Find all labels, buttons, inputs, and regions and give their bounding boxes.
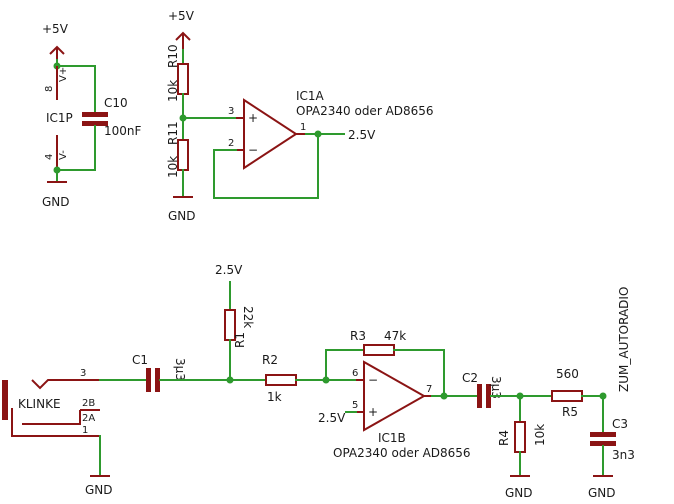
power-block: +5V 8 V+ IC1P 4 V- GND C10 100nF [42, 22, 142, 209]
ic1p-label: IC1P [46, 111, 73, 125]
ic1a-pin1: 1 [300, 122, 306, 133]
r2-body [265, 374, 297, 386]
ic1b-pin5: 5 [352, 400, 358, 411]
ic1b-name: IC1B [378, 431, 406, 445]
c10-plate-bottom [82, 121, 108, 126]
r10-value: 10k [166, 80, 180, 102]
ic1a-pin2: 2 [228, 138, 234, 149]
jack-sleeve-contact [11, 408, 100, 437]
r10-name: R10 [166, 44, 180, 68]
r4-value: 10k [533, 424, 547, 446]
r2-value: 1k [267, 390, 282, 404]
c1-name: C1 [132, 353, 148, 367]
r2-name: R2 [262, 353, 278, 367]
c2-value: 3µ3 [489, 376, 503, 399]
c1-value: 3µ3 [173, 358, 187, 381]
vcc-label-1: +5V [42, 22, 69, 36]
c3-plate-bottom [590, 441, 616, 446]
pin-4: 4 [44, 154, 55, 160]
pin-8: 8 [44, 86, 55, 92]
r3-name: R3 [350, 329, 366, 343]
jack-body [2, 380, 8, 420]
r5-value: 560 [556, 367, 579, 381]
gnd-label-2: GND [168, 209, 196, 223]
r5-body [551, 390, 583, 402]
gnd-c3: GND [588, 486, 616, 500]
c3-name: C3 [612, 417, 628, 431]
r11-name: R11 [166, 121, 180, 145]
reference-block: +5V R10 10k R11 10k GND + − 3 2 1 IC1A O… [166, 9, 434, 223]
ic1a-opamp [243, 98, 298, 170]
r4-body [514, 421, 526, 453]
jack-pin2b: 2B [82, 398, 95, 409]
output-label: ZUM_AUTORADIO [617, 287, 631, 392]
pin-vplus: V+ [58, 67, 69, 82]
c2-plate-right [486, 384, 491, 408]
ic1a-name: IC1A [296, 89, 325, 103]
r3-body [363, 344, 395, 356]
signal-block: 3 KLINKE 2B 2A 1 GND C1 3µ3 2.5V 22k R1 … [2, 263, 635, 500]
ic1b-plus-label: 2.5V [318, 411, 346, 425]
ic1b-pin7: 7 [426, 384, 432, 395]
gnd-r4: GND [505, 486, 533, 500]
junction [440, 392, 448, 400]
gnd-jack: GND [85, 483, 113, 497]
c1-plate-left [146, 368, 151, 392]
c3-plate-top [590, 432, 616, 437]
r11-value: 10k [166, 156, 180, 178]
ref-out-label: 2.5V [348, 128, 376, 142]
jack-pin2a: 2A [82, 413, 95, 424]
c10-plate-top [82, 112, 108, 117]
c2-name: C2 [462, 371, 478, 385]
ic1a-part: OPA2340 oder AD8656 [296, 104, 434, 118]
jack-tip-contact [31, 379, 100, 390]
r4-name: R4 [497, 430, 511, 446]
ic1a-pin3: 3 [228, 106, 234, 117]
r1-name: R1 [233, 332, 247, 348]
c10-value: 100nF [104, 124, 142, 138]
ic1b-plus: + [368, 405, 378, 419]
c2-plate-left [477, 384, 482, 408]
c10-name: C10 [104, 96, 128, 110]
ic1b-part: OPA2340 oder AD8656 [333, 446, 471, 460]
jack-ring-contact [22, 410, 81, 425]
vcc-label-2: +5V [168, 9, 195, 23]
ic1a-plus: + [248, 111, 258, 125]
ic1b-opamp [363, 360, 427, 432]
bias-label: 2.5V [215, 263, 243, 277]
jack-name: KLINKE [18, 397, 61, 411]
c3-value: 3n3 [612, 448, 635, 462]
junction [226, 376, 234, 384]
c1-plate-right [155, 368, 160, 392]
ic1b-minus: − [368, 373, 378, 387]
jack-pin3: 3 [80, 368, 86, 379]
r5-name: R5 [562, 405, 578, 419]
jack-pin1: 1 [82, 425, 88, 436]
ic1a-minus: − [248, 143, 258, 157]
pin-vminus: V- [58, 150, 69, 160]
ic1b-pin6: 6 [352, 368, 358, 379]
ic1a-feedback-wire [213, 133, 319, 199]
gnd-label-1: GND [42, 195, 70, 209]
r1-value: 22k [241, 306, 255, 328]
r3-value: 47k [384, 329, 406, 343]
